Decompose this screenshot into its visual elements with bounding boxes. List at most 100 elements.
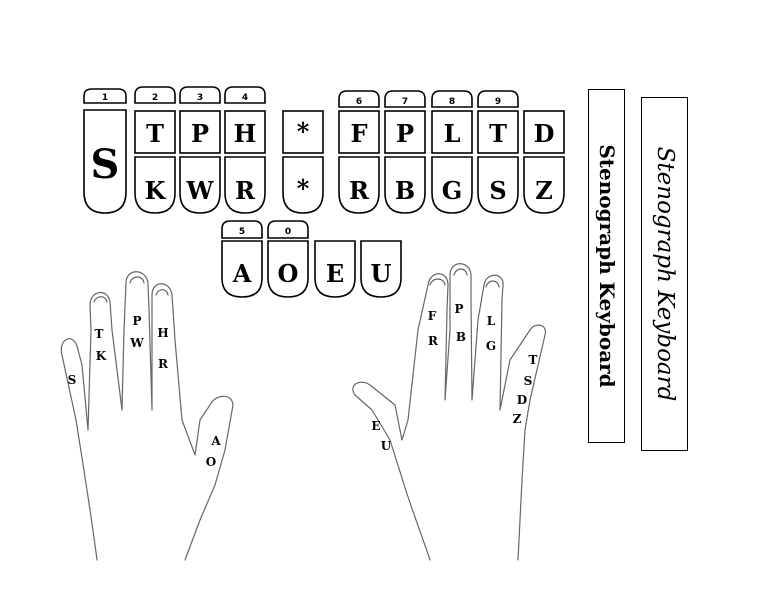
key-p-right: P bbox=[384, 110, 426, 154]
key-l-right-label: L bbox=[444, 119, 461, 148]
key-o: O bbox=[267, 240, 309, 298]
number-key-3: 3 bbox=[179, 86, 221, 104]
right-thumb-label-2: U bbox=[381, 439, 392, 453]
right-hand-nail-ring bbox=[485, 280, 500, 288]
right-ring-label-2: G bbox=[486, 339, 496, 353]
left-index-label-2: R bbox=[158, 357, 169, 371]
right-hand-outline bbox=[352, 263, 547, 561]
key-z-right-label: Z bbox=[535, 176, 553, 205]
key-s-right-label: S bbox=[489, 176, 506, 205]
left-ring-label-2: K bbox=[96, 349, 107, 363]
right-hand-nail-index bbox=[429, 278, 446, 286]
left-bank: S T P H K W R bbox=[83, 109, 266, 214]
number-key-5: 5 bbox=[221, 220, 263, 239]
left-hand-nail-middle bbox=[129, 276, 145, 284]
number-key-1: 1 bbox=[83, 88, 127, 104]
key-r-right-label: R bbox=[349, 176, 370, 205]
key-s-right: S bbox=[477, 156, 519, 214]
number-key-6: 6 bbox=[338, 90, 380, 108]
right-bank: F P L T D R B G S Z bbox=[338, 110, 565, 214]
key-star-top: * bbox=[282, 110, 324, 154]
key-u: U bbox=[360, 240, 402, 298]
key-k-left: K bbox=[134, 156, 176, 214]
number-key-6-label: 6 bbox=[356, 97, 362, 107]
key-p-left: P bbox=[179, 110, 221, 154]
number-key-8: 8 bbox=[431, 90, 473, 108]
left-middle-label-2: W bbox=[129, 336, 144, 350]
key-t-left: T bbox=[134, 110, 176, 154]
key-s-left-label: S bbox=[91, 141, 120, 188]
number-key-0: 0 bbox=[267, 220, 309, 239]
key-d-right: D bbox=[523, 110, 565, 154]
number-key-7: 7 bbox=[384, 90, 426, 108]
number-key-0-label: 0 bbox=[285, 227, 291, 237]
key-w-left-label: W bbox=[186, 176, 215, 205]
key-e-label: E bbox=[326, 259, 344, 288]
number-key-7-label: 7 bbox=[402, 97, 408, 107]
key-r-left-label: R bbox=[235, 176, 256, 205]
title-box-script: Stenograph Keyboard bbox=[641, 97, 688, 451]
title-script-text: Stenograph Keyboard bbox=[651, 146, 678, 402]
vowel-keys: A O E U bbox=[221, 240, 402, 298]
left-hand-nail-index bbox=[155, 289, 169, 296]
right-pinky-label-4: Z bbox=[513, 412, 522, 426]
right-pinky-label-3: D bbox=[517, 393, 527, 407]
number-key-2: 2 bbox=[134, 86, 176, 104]
key-z-right: Z bbox=[523, 156, 565, 214]
key-a: A bbox=[221, 240, 263, 298]
left-thumb-label-1: A bbox=[210, 434, 221, 448]
key-r-left: R bbox=[224, 156, 266, 214]
right-hand: E U F R P B L G T S D Z bbox=[352, 263, 547, 561]
number-key-8-label: 8 bbox=[449, 97, 455, 107]
key-h-left: H bbox=[224, 110, 266, 154]
left-index-label-1: H bbox=[157, 326, 168, 340]
number-key-5-label: 5 bbox=[239, 227, 245, 237]
key-s-left: S bbox=[83, 109, 127, 214]
star-keys: * * bbox=[282, 110, 324, 214]
title-box-bold: Stenograph Keyboard bbox=[588, 89, 625, 443]
right-ring-label-1: L bbox=[487, 314, 496, 328]
number-key-row: 1 2 3 4 6 7 8 9 5 0 bbox=[83, 86, 519, 239]
right-pinky-label-1: T bbox=[529, 353, 538, 367]
right-thumb-label-1: E bbox=[371, 419, 380, 433]
key-f-right-label: F bbox=[350, 119, 367, 148]
left-hand-nail-ring bbox=[93, 296, 108, 303]
right-pinky-label-2: S bbox=[524, 374, 533, 388]
number-key-9-label: 9 bbox=[495, 97, 501, 107]
key-u-label: U bbox=[371, 259, 392, 288]
key-r-right: R bbox=[338, 156, 380, 214]
key-w-left: W bbox=[179, 156, 221, 214]
key-e: E bbox=[314, 240, 356, 298]
key-t-right-label: T bbox=[489, 119, 507, 148]
left-middle-label-1: P bbox=[132, 314, 141, 328]
key-star-bottom: * bbox=[282, 156, 324, 214]
key-o-label: O bbox=[278, 259, 299, 288]
right-middle-label-2: B bbox=[456, 330, 466, 344]
key-t-left-label: T bbox=[146, 119, 164, 148]
key-a-label: A bbox=[232, 259, 252, 288]
right-middle-label-1: P bbox=[454, 302, 463, 316]
key-l-right: L bbox=[431, 110, 473, 154]
key-p-left-label: P bbox=[191, 119, 209, 148]
key-star-top-label: * bbox=[297, 117, 310, 146]
key-k-left-label: K bbox=[145, 176, 167, 205]
key-g-right-label: G bbox=[442, 176, 463, 205]
key-star-bottom-label: * bbox=[297, 174, 310, 203]
key-g-right: G bbox=[431, 156, 473, 214]
number-key-1-label: 1 bbox=[102, 93, 108, 103]
right-hand-nail-middle bbox=[453, 268, 468, 276]
number-key-4-label: 4 bbox=[242, 93, 248, 103]
key-p-right-label: P bbox=[396, 119, 414, 148]
key-d-right-label: D bbox=[534, 119, 555, 148]
key-h-left-label: H bbox=[234, 119, 257, 148]
number-key-3-label: 3 bbox=[197, 93, 203, 103]
key-b-right-label: B bbox=[395, 176, 415, 205]
left-thumb-label-2: O bbox=[206, 455, 216, 469]
key-t-right: T bbox=[477, 110, 519, 154]
right-index-label-2: R bbox=[428, 334, 439, 348]
number-key-9: 9 bbox=[477, 90, 519, 108]
left-hand-outline bbox=[60, 271, 234, 561]
right-index-label-1: F bbox=[428, 309, 437, 323]
